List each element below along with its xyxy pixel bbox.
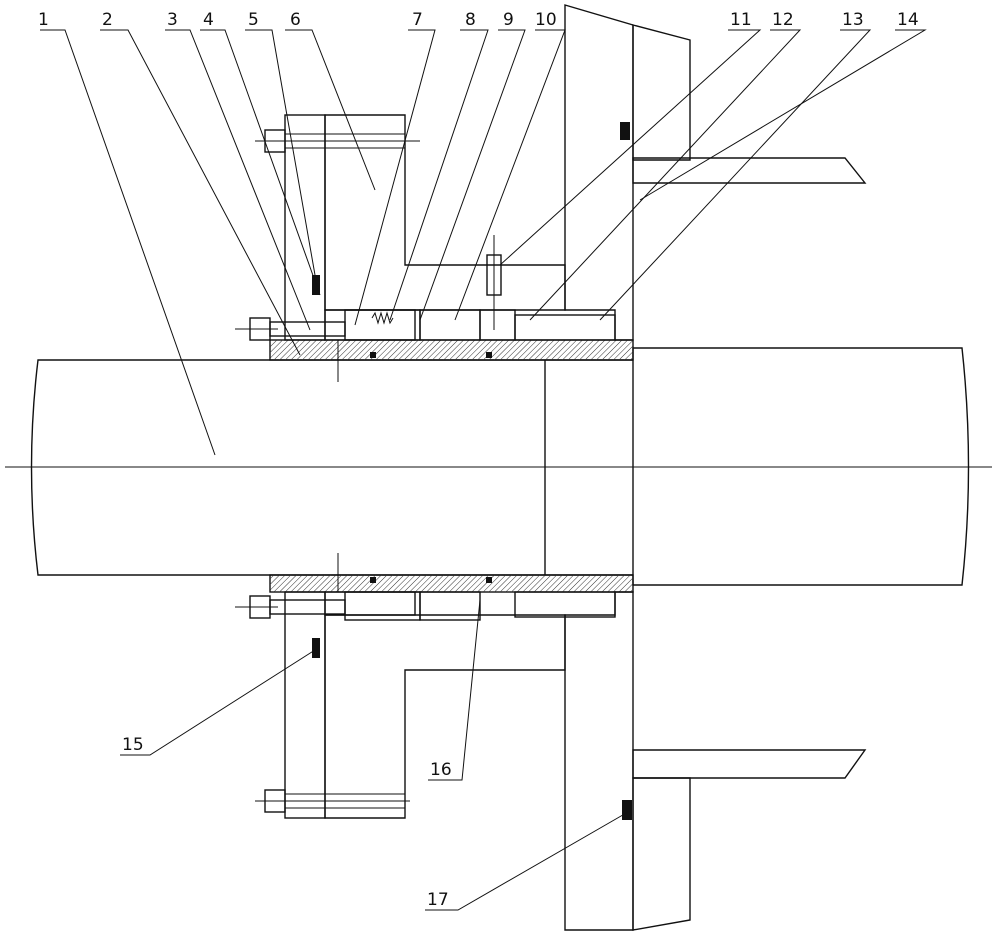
seal-assembly-bottom [312, 577, 632, 820]
seal-assembly-top [312, 122, 630, 358]
pipe-top [633, 158, 865, 183]
label-12: 12 [772, 10, 794, 30]
label-7: 7 [412, 10, 423, 30]
label-17: 17 [427, 890, 449, 910]
label-1: 1 [38, 10, 49, 30]
label-11: 11 [730, 10, 752, 30]
label-14: 14 [897, 10, 919, 30]
label-4: 4 [203, 10, 214, 30]
label-6: 6 [290, 10, 301, 30]
label-15: 15 [122, 735, 144, 755]
pipe-bottom [633, 750, 865, 778]
label-8: 8 [465, 10, 476, 30]
label-16: 16 [430, 760, 452, 780]
bolts [235, 130, 501, 812]
label-10: 10 [535, 10, 557, 30]
label-2: 2 [102, 10, 113, 30]
callouts: 1 2 3 4 5 6 7 8 9 10 11 12 13 14 15 16 1… [38, 10, 925, 910]
gland-bottom [285, 592, 565, 818]
label-13: 13 [842, 10, 864, 30]
label-5: 5 [248, 10, 259, 30]
label-9: 9 [503, 10, 514, 30]
label-3: 3 [167, 10, 178, 30]
shaft-sleeve [270, 340, 633, 592]
